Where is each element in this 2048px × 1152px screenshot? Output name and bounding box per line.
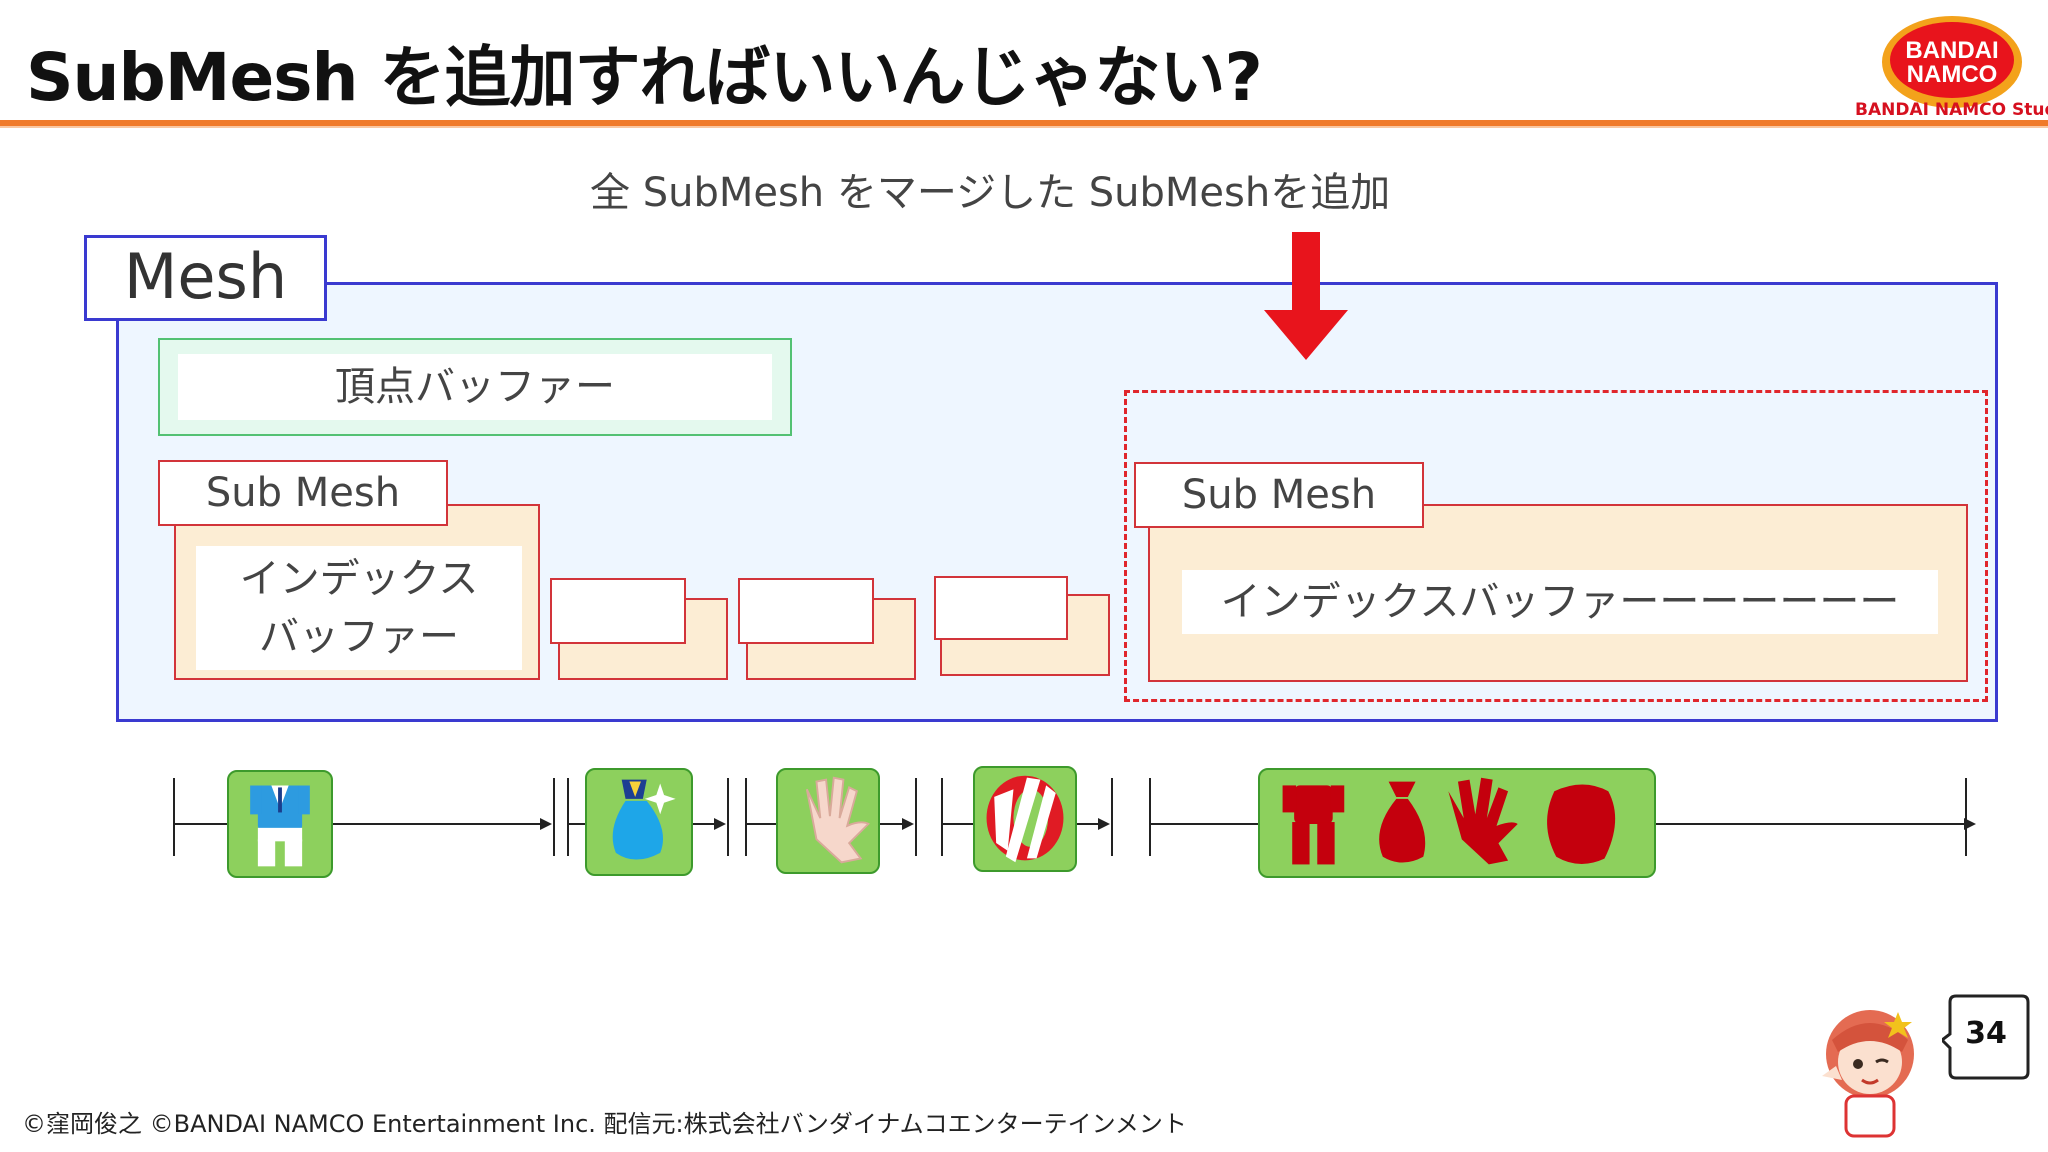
submesh-label: Sub Mesh — [158, 460, 448, 526]
outfit-icon — [227, 770, 333, 878]
merged-index-buffer-label: インデックスバッファーーーーーーー — [1182, 570, 1938, 634]
page-number: 34 — [1965, 1016, 2007, 1051]
logo-studios-label: BANDAI NAMCO Studios — [1855, 100, 2048, 120]
hand-icon — [776, 768, 880, 874]
merged-hand-icon — [1448, 777, 1518, 865]
merged-ribbon-icon — [1547, 784, 1616, 864]
logo-line2: NAMCO — [1907, 61, 1998, 88]
merged-submesh-label: Sub Mesh — [1134, 462, 1424, 528]
page-number-bubble — [1942, 994, 2030, 1080]
submesh-block-2-tab — [550, 578, 686, 644]
title-underline-shadow — [0, 126, 2048, 128]
merged-submesh-dashed-region — [1124, 390, 1988, 702]
vertex-buffer-label: 頂点バッファー — [178, 354, 772, 420]
submesh-block-4-tab — [934, 576, 1068, 640]
logo-line1: BANDAI — [1905, 37, 1998, 64]
merged-items-tile — [1258, 768, 1656, 878]
mascot-character-icon — [1822, 1010, 1914, 1138]
merged-accessory-icon — [1379, 781, 1426, 863]
index-buffer-label: インデックス バッファー — [196, 546, 522, 670]
merged-outfit-icon — [1282, 785, 1345, 865]
bandai-namco-logo: BANDAI NAMCO — [1882, 16, 2022, 108]
diagram-caption: 全 SubMesh をマージした SubMeshを追加 — [590, 170, 1391, 216]
ribbon-icon — [973, 766, 1077, 872]
copyright-footer: ©窪岡俊之 ©BANDAI NAMCO Entertainment Inc. 配… — [22, 1110, 1187, 1138]
down-arrow-icon — [1264, 232, 1348, 360]
accessory-icon — [585, 768, 693, 876]
title-underline — [0, 120, 2048, 126]
submesh-block-3-tab — [738, 578, 874, 644]
slide-title: SubMesh を追加すればいいんじゃない? — [26, 39, 1263, 116]
mesh-label: Mesh — [84, 235, 327, 321]
index-buffer-line2: バッファー — [259, 614, 459, 660]
index-buffer-line1: インデックス — [239, 556, 479, 602]
